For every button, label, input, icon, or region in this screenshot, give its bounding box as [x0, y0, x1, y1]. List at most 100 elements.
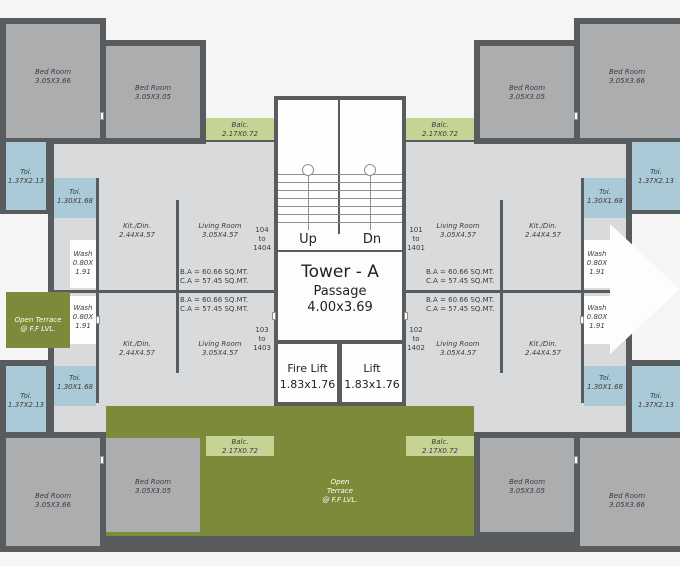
label-toilet-tr2: Toi.1.30X1.68 [587, 188, 623, 205]
toilet-bottom-left-1 [6, 366, 46, 432]
toilet-bottom-right-1 [632, 366, 680, 432]
label-kitchen-tr: Kit./Din.2.44X4.57 [525, 222, 561, 239]
fire-lift [278, 344, 337, 402]
label-toilet-br2: Toi.1.30X1.68 [587, 374, 623, 391]
door [272, 312, 276, 320]
label-area-br: B.A = 60.66 SQ.MT.C.A = 57.45 SQ.MT. [426, 296, 495, 313]
label-kitchen-br: Kit./Din.2.44X4.57 [525, 340, 561, 357]
door [100, 456, 104, 464]
partition [581, 178, 584, 290]
toilet-top-right-2 [584, 178, 626, 218]
label-toilet-tl2: Toi.1.30X1.68 [57, 188, 93, 205]
label-area-tr: B.A = 60.66 SQ.MT.C.A = 57.45 SQ.MT. [426, 268, 495, 285]
door [580, 316, 584, 324]
stair-start-marker [302, 164, 314, 176]
bedroom-bottom-left-2-overlay [106, 438, 200, 532]
label-balcony-tr: Balc.2.17X0.72 [422, 121, 458, 138]
external-notch [610, 224, 680, 354]
bedroom-top-right-1 [580, 24, 680, 138]
stair-tread [278, 190, 402, 191]
toilet-bottom-left-2 [54, 366, 96, 406]
door [404, 312, 408, 320]
staircase [278, 100, 402, 250]
partition [500, 293, 503, 373]
label-stair-down: Dn [362, 232, 382, 247]
stair-tread [278, 174, 402, 175]
stair-tread [278, 206, 402, 207]
wash-top-left [70, 240, 96, 288]
passage [278, 252, 402, 340]
bedroom-bottom-right-2-overlay [480, 438, 574, 532]
balcony-bottom-right-overlay [406, 436, 474, 456]
open-terrace-left [6, 292, 70, 348]
open-terrace-bottom-ext [206, 456, 474, 536]
label-toilet-bl1: Toi.1.37X2.13 [8, 392, 44, 409]
stair-start-marker [364, 164, 376, 176]
bedroom-top-left-1 [6, 24, 100, 138]
label-toilet-tl1: Toi.1.37X2.13 [8, 168, 44, 185]
label-toilet-bl2: Toi.1.30X1.68 [57, 374, 93, 391]
toilet-bottom-right-2 [584, 366, 626, 406]
door [574, 456, 578, 464]
stair-arrow-down [370, 168, 371, 230]
label-passage: Passage [313, 284, 367, 299]
door [574, 112, 578, 120]
label-stair-up: Up [299, 232, 317, 247]
toilet-top-right-1 [632, 142, 680, 210]
stair-tread [278, 222, 402, 223]
label-fire-lift: Fire Lift [287, 362, 328, 375]
toilet-top-left-2 [54, 178, 96, 218]
label-kitchen-tl: Kit./Din.2.44X4.57 [119, 222, 155, 239]
stair-arrow-up [308, 168, 309, 230]
balcony-bottom-left-overlay [206, 436, 274, 456]
lift [342, 344, 402, 402]
bedroom-bottom-left-1 [6, 438, 100, 546]
bedroom-bottom-right-1 [580, 438, 680, 546]
bedroom-top-right-2 [480, 46, 574, 138]
stair-divider [338, 100, 340, 234]
partition [500, 200, 503, 290]
label-balcony-bl: Balc.2.17X0.72 [222, 438, 258, 455]
door [96, 316, 100, 324]
wash-bottom-right [584, 296, 610, 344]
label-lift-size: 1.83x1.76 [344, 378, 400, 391]
label-lift: Lift [363, 362, 381, 375]
bedroom-top-left-2 [106, 46, 200, 138]
partition [96, 293, 99, 403]
label-passage-size: 4.00x3.69 [307, 300, 373, 315]
label-area-tl: B.A = 60.66 SQ.MT.C.A = 57.45 SQ.MT. [180, 268, 249, 285]
stair-tread [278, 182, 402, 183]
stair-tread [278, 198, 402, 199]
partition [581, 293, 584, 403]
label-toilet-tr1: Toi.1.37X2.13 [638, 168, 674, 185]
stair-tread [278, 214, 402, 215]
label-balcony-br: Balc.2.17X0.72 [422, 438, 458, 455]
balcony-top-right [406, 118, 474, 140]
balcony-top-left [206, 118, 274, 140]
partition [96, 178, 99, 290]
label-open-terrace-left: Open Terrace@ F.F LVL. [14, 316, 62, 333]
label-balcony-tl: Balc.2.17X0.72 [222, 121, 258, 138]
door [100, 112, 104, 120]
wash-bottom-left [70, 296, 96, 344]
